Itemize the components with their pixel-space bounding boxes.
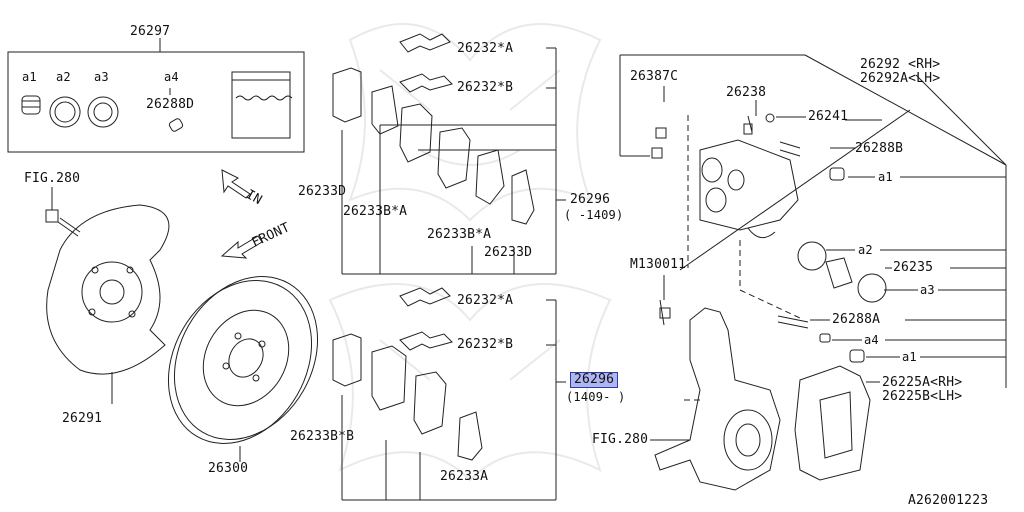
fig-280-link-bottom[interactable]: FIG.280 [592,432,649,447]
bleeder-part[interactable]: 26238 [726,85,767,100]
guide-pin-a-part[interactable]: 26288A [832,312,881,327]
piston-part[interactable]: 26235 [893,260,934,275]
diagram-id: A262001223 [908,493,989,508]
lower-pad-kit-range: (1409- ) [566,390,626,404]
caliper-section-outline [619,54,1007,401]
caliper-body-drawing [651,113,887,363]
support-lh-part[interactable]: 26225B<LH> [882,389,963,404]
backing-plate-drawing [46,204,170,404]
guide-pin-b-part[interactable]: 26288B [855,141,904,156]
lower-shim-bb-part[interactable]: 26233B*B [290,429,355,444]
hub-bolt-icon [45,187,81,237]
in-direction-arrow [221,169,251,199]
bleeder-cap-part[interactable]: 26241 [808,109,849,124]
caliper-bolt-c-part[interactable]: 26387C [630,69,679,84]
rotor-part[interactable]: 26300 [208,461,249,476]
lower-clip-a-part[interactable]: 26232*A [457,293,514,308]
kit-item-a4-part: 26288D [146,97,195,112]
backing-plate-part[interactable]: 26291 [62,411,103,426]
caliper-a4-label: a4 [864,333,879,347]
front-direction-arrow [220,235,263,259]
caliper-rh-part[interactable]: 26292 <RH> [860,57,941,72]
grease-packet-icon [231,71,293,139]
caliper-a1-bottom-label: a1 [902,350,917,364]
mounting-bolt-m-part[interactable]: M130011 [630,257,687,272]
upper-shim-ba-left-part[interactable]: 26233B*A [343,204,408,219]
upper-pad-set [332,33,566,275]
kit-part-number: 26297 [130,24,171,39]
rotor-drawing [167,276,319,462]
knuckle-drawing [650,299,781,491]
caliper-support-drawing [794,365,871,481]
upper-clip-a-part[interactable]: 26232*A [457,41,514,56]
kit-box [7,38,305,153]
lower-pad-set [332,287,566,501]
upper-clip-b-part[interactable]: 26232*B [457,80,514,95]
caliper-a1-top-label: a1 [878,170,893,184]
kit-item-a3-label: a3 [94,70,109,84]
caliper-a2-label: a2 [858,243,873,257]
upper-pad-kit-range: ( -1409) [564,208,624,222]
lower-clip-b-part[interactable]: 26232*B [457,337,514,352]
kit-a2-ring-icon [49,96,81,128]
lower-shim-a-part[interactable]: 26233A [440,469,489,484]
kit-a3-boot-icon [87,96,119,128]
caliper-a3-label: a3 [920,283,935,297]
support-rh-part[interactable]: 26225A<RH> [882,375,963,390]
kit-item-a2-label: a2 [56,70,71,84]
upper-shim-ba-right-part[interactable]: 26233B*A [427,227,492,242]
kit-item-a1-label: a1 [22,70,37,84]
fig-280-link-top[interactable]: FIG.280 [24,171,81,186]
lower-pad-kit-part-highlighted[interactable]: 26296 [570,372,619,388]
kit-a4-bushing-icon [168,88,184,132]
upper-shim-d-part[interactable]: 26233D [298,184,347,199]
kit-item-a4-label: a4 [164,70,179,84]
caliper-leader-lines [663,86,1006,383]
kit-a1-seal-icon [21,95,41,115]
caliper-lh-part[interactable]: 26292A<LH> [860,71,941,86]
upper-shim-d-right-part[interactable]: 26233D [484,245,533,260]
upper-pad-kit-part[interactable]: 26296 [570,192,611,207]
